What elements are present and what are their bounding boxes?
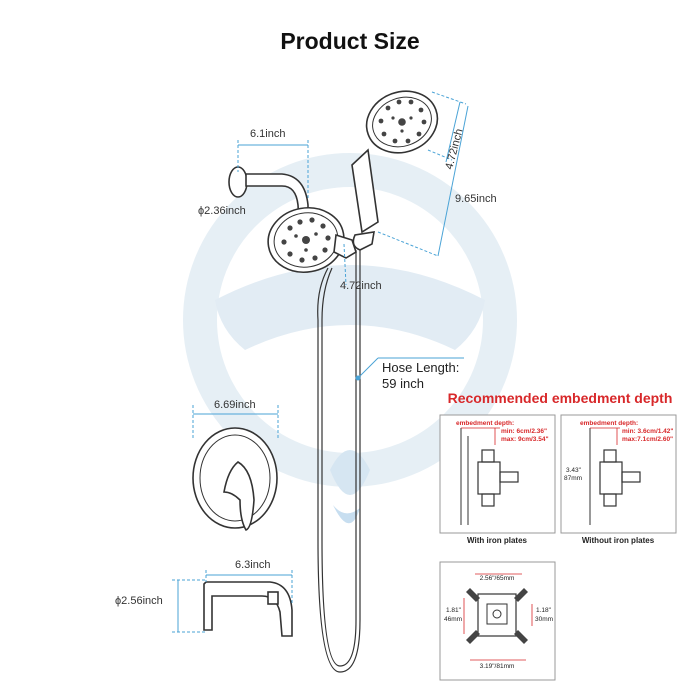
- valve-right-in: 1.18": [536, 607, 552, 614]
- iron-embedment-max: max: 9cm/3.54": [501, 436, 549, 443]
- valve-trim-plate: [192, 427, 278, 531]
- iron-embedment-label: embedment depth:: [456, 420, 514, 427]
- fixed-head-diameter-label: 4.72inch: [340, 280, 382, 292]
- arm-length-label: 6.1inch: [250, 128, 285, 140]
- iron-embedment-min: min: 6cm/2.36": [501, 428, 547, 435]
- no-iron-side-mm: 87mm: [564, 475, 582, 482]
- iron-caption: With iron plates: [467, 536, 527, 545]
- hose-length-value: 59 inch: [382, 376, 424, 391]
- page-title: Product Size: [280, 28, 420, 54]
- valve-left-mm: 46mm: [444, 616, 462, 623]
- handheld-shower: [351, 90, 439, 251]
- no-iron-embedment-max: max:7.1cm/2.60": [622, 436, 673, 443]
- spout-length-label: 6.3inch: [235, 559, 270, 571]
- embedment-with-iron-plates: embedment depth: min: 6cm/2.36" max: 9cm…: [439, 414, 556, 545]
- no-iron-side-in: 3.43": [566, 467, 582, 474]
- fixed-shower-head: [267, 207, 357, 273]
- trim-width-dimension: 6.69inch: [192, 399, 279, 440]
- valve-left-in: 1.81": [446, 607, 462, 614]
- no-iron-caption: Without iron plates: [582, 536, 655, 545]
- tub-spout: [203, 581, 293, 637]
- valve-right-mm: 30mm: [535, 616, 553, 623]
- embedment-without-iron-plates: embedment depth: min: 3.6cm/1.42" max:7.…: [560, 414, 677, 545]
- hose-length-callout: Hose Length: 59 inch: [355, 357, 464, 391]
- spout-diameter-label: ϕ2.56inch: [115, 595, 163, 607]
- valve-top-label: 2.56"/65mm: [480, 575, 515, 582]
- trim-width-label: 6.69inch: [214, 399, 256, 411]
- arm-length-dimension: 6.1inch: [237, 128, 309, 200]
- hose: [317, 250, 361, 673]
- fixed-head-dimension: 4.72inch: [340, 243, 382, 292]
- no-iron-embedment-label: embedment depth:: [580, 420, 638, 427]
- spout-dimensions: 6.3inch ϕ2.56inch: [115, 559, 293, 633]
- valve-body-diagram: 2.56"/65mm 1.81" 46mm 1.18" 30mm 3.19"/8…: [439, 561, 556, 681]
- no-iron-embedment-min: min: 3.6cm/1.42": [622, 428, 674, 435]
- valve-bottom-label: 3.19"/81mm: [480, 663, 515, 670]
- embedment-heading: Recommended embedment depth: [447, 390, 673, 406]
- watermark-logo: [183, 153, 517, 524]
- flange-diameter-label: ϕ2.36inch: [198, 205, 246, 217]
- hose-length-label: Hose Length:: [382, 360, 459, 375]
- handheld-length-label: 9.65inch: [455, 193, 497, 205]
